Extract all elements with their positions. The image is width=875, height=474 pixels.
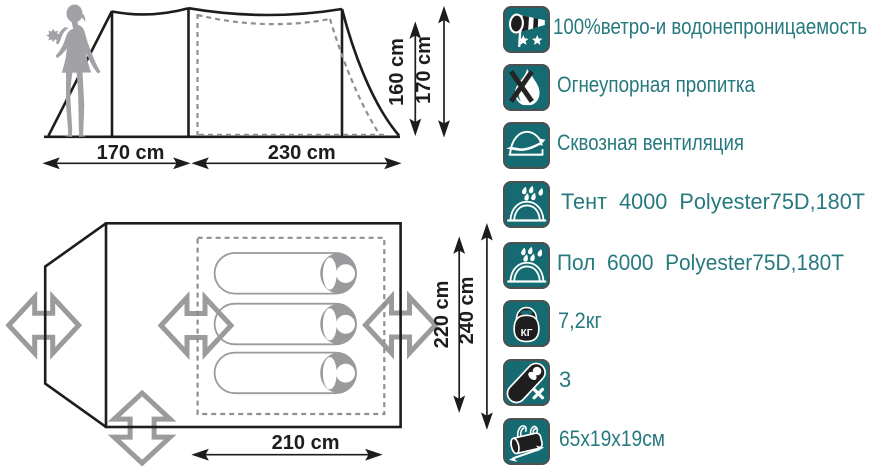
svg-text:160 cm: 160 cm — [386, 38, 408, 106]
svg-text:210 cm: 210 cm — [272, 432, 340, 454]
svg-text:170 cm: 170 cm — [97, 142, 165, 164]
svg-text:230 cm: 230 cm — [268, 142, 336, 164]
svg-text:КГ: КГ — [521, 328, 533, 339]
svg-text:170 cm: 170 cm — [413, 36, 435, 104]
svg-text:220 cm: 220 cm — [431, 281, 453, 349]
svg-text:240 cm: 240 cm — [456, 277, 478, 345]
